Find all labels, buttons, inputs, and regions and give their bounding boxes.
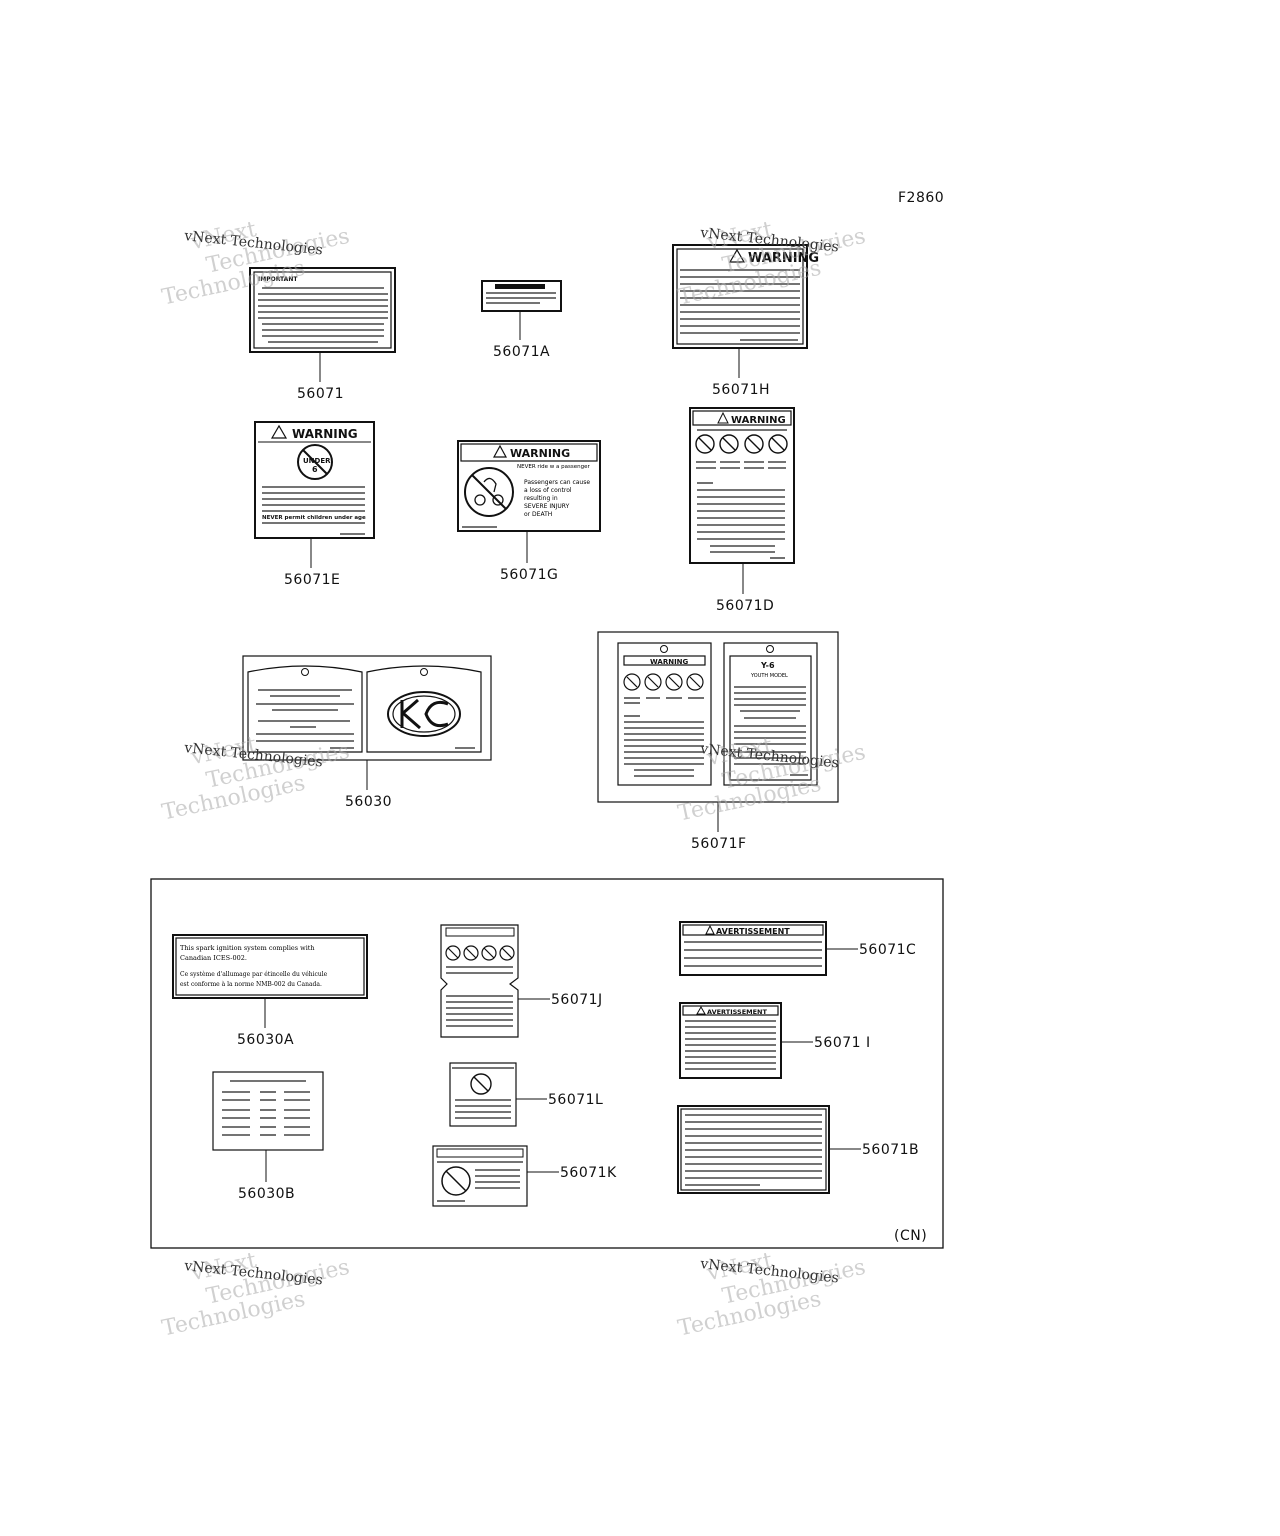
label-56030[interactable]: [242, 655, 492, 761]
label-56071K[interactable]: [432, 1145, 528, 1207]
part-number-56071J: 56071J: [551, 992, 603, 1008]
svg-text:WARNING: WARNING: [292, 427, 358, 441]
figure-code: F2860: [898, 190, 944, 206]
label-56071A[interactable]: [481, 280, 562, 312]
svg-text:est conforme à la norme NMB-00: est conforme à la norme NMB-002 du Canad…: [180, 981, 322, 988]
watermark-5: vNext Technologies Technologies: [160, 1248, 352, 1341]
label-56071I[interactable]: AVERTISSEMENT: [679, 1002, 782, 1079]
part-number-56030B: 56030B: [238, 1186, 295, 1202]
part-number-56071C: 56071C: [859, 942, 916, 958]
part-number-56071I: 56071 I: [814, 1035, 871, 1051]
region-code: (CN): [894, 1228, 927, 1244]
label-56071B[interactable]: [677, 1105, 830, 1194]
svg-text:NEVER permit children under ag: NEVER permit children under age: [262, 515, 366, 521]
svg-text:a loss of control: a loss of control: [524, 487, 572, 494]
part-number-56071: 56071: [297, 386, 344, 402]
part-number-56071B: 56071B: [862, 1142, 919, 1158]
cn-region-frame: [150, 878, 944, 1249]
svg-text:SEVERE INJURY: SEVERE INJURY: [524, 503, 570, 510]
svg-text:NEVER ride w a passenger: NEVER ride w a passenger: [517, 464, 591, 470]
label-56030B[interactable]: [212, 1071, 324, 1151]
svg-text:Passengers can cause: Passengers can cause: [524, 479, 590, 486]
svg-text:6: 6: [312, 465, 318, 474]
part-number-56071A: 56071A: [493, 344, 550, 360]
svg-text:Y-6: Y-6: [760, 661, 775, 670]
part-number-56071L: 56071L: [548, 1092, 603, 1108]
svg-text:WARNING: WARNING: [731, 415, 786, 426]
label-56071H[interactable]: WARNING: [672, 244, 819, 349]
label-56071L[interactable]: [449, 1062, 517, 1127]
label-56071E[interactable]: WARNING UNDER 6 NEVER permit children un…: [254, 421, 375, 539]
svg-text:AVERTISSEMENT: AVERTISSEMENT: [707, 1008, 767, 1016]
svg-text:or DEATH: or DEATH: [524, 511, 552, 518]
part-number-56071E: 56071E: [284, 572, 340, 588]
svg-text:WARNING: WARNING: [510, 447, 570, 460]
svg-text:YOUTH MODEL: YOUTH MODEL: [750, 673, 788, 679]
svg-text:AVERTISSEMENT: AVERTISSEMENT: [716, 927, 790, 936]
svg-text:WARNING: WARNING: [650, 658, 689, 666]
part-number-56071F: 56071F: [691, 836, 747, 852]
label-56030A[interactable]: This spark ignition system complies with…: [172, 934, 368, 999]
svg-text:UNDER: UNDER: [303, 457, 331, 465]
svg-text:Canadian ICES-002.: Canadian ICES-002.: [180, 954, 247, 962]
svg-text:IMPORTANT: IMPORTANT: [258, 276, 298, 283]
svg-text:WARNING: WARNING: [748, 251, 819, 266]
label-56071F[interactable]: WARNING Y-6 YOUTH MODEL: [597, 631, 839, 803]
svg-text:Ce système d'allumage par étin: Ce système d'allumage par étincelle du v…: [180, 971, 328, 978]
watermark-6: vNext Technologies Technologies: [676, 1248, 868, 1341]
label-56071[interactable]: IMPORTANT: [249, 267, 396, 353]
label-56071D[interactable]: WARNING: [689, 407, 795, 564]
part-number-56071D: 56071D: [716, 598, 774, 614]
part-number-56071K: 56071K: [560, 1165, 617, 1181]
svg-text:This spark ignition system com: This spark ignition system complies with: [180, 944, 315, 952]
part-number-56071H: 56071H: [712, 382, 770, 398]
part-number-56071G: 56071G: [500, 567, 558, 583]
label-56071G[interactable]: WARNING NEVER ride w a passenger Passeng…: [457, 440, 601, 532]
label-56071C[interactable]: AVERTISSEMENT: [679, 921, 827, 976]
part-number-56030A: 56030A: [237, 1032, 294, 1048]
part-number-56030: 56030: [345, 794, 392, 810]
svg-text:resulting in: resulting in: [524, 495, 558, 502]
label-56071J[interactable]: [440, 924, 519, 1038]
